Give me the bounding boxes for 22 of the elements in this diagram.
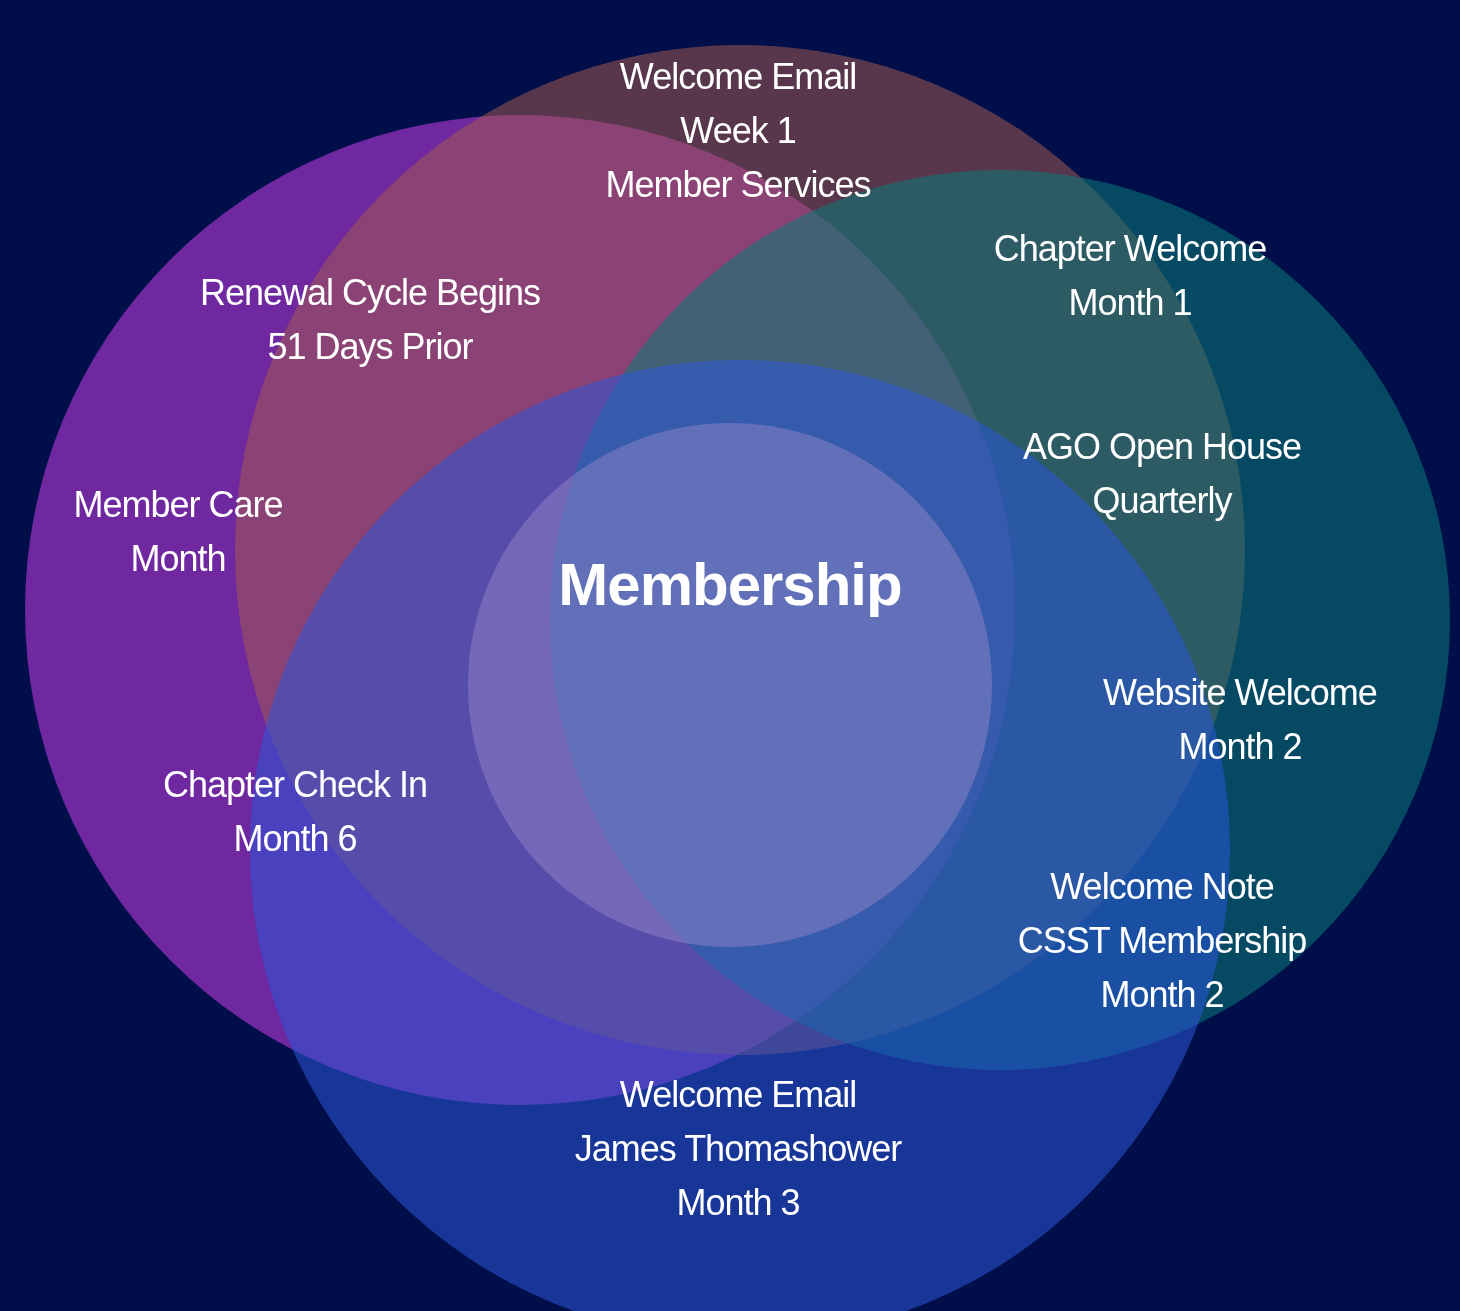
region-label: CSST Membership <box>1017 919 1307 963</box>
region-label: Month 2 <box>1178 725 1302 769</box>
region-label: Month 1 <box>1068 281 1192 325</box>
region-label: Quarterly <box>1092 479 1232 523</box>
region-label: Month 6 <box>233 817 357 861</box>
region-label: Week 1 <box>680 109 796 153</box>
region-label: Month <box>130 537 226 581</box>
region-label: 51 Days Prior <box>267 325 473 369</box>
region-label: Welcome Email <box>619 1073 857 1117</box>
region-label: Chapter Check In <box>162 763 428 807</box>
region-label: Website Welcome <box>1103 671 1377 715</box>
region-label: AGO Open House <box>1022 425 1302 469</box>
region-label: Renewal Cycle Begins <box>199 271 541 315</box>
region-label: Member Services <box>605 163 871 207</box>
center-title: Membership <box>558 550 902 620</box>
region-label: Month 2 <box>1100 973 1224 1017</box>
region-label: Month 3 <box>676 1181 800 1225</box>
region-label: Welcome Email <box>619 55 857 99</box>
region-label: Welcome Note <box>1050 865 1274 909</box>
region-label: Member Care <box>73 483 283 527</box>
region-label: Chapter Welcome <box>993 227 1267 271</box>
region-label: James Thomashower <box>574 1127 902 1171</box>
